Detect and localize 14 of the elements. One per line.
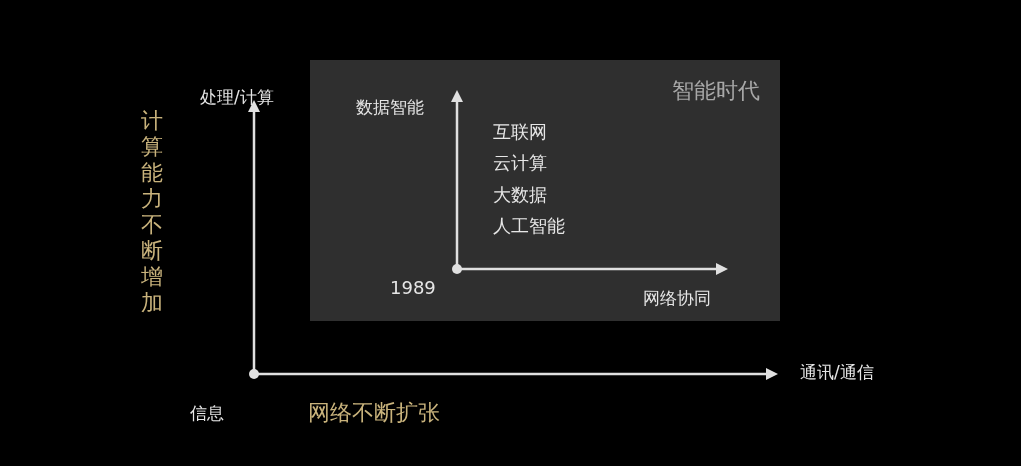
- axis-label: 处理/计算: [200, 87, 274, 108]
- list-item: 大数据: [493, 184, 547, 206]
- axis-label: 数据智能: [356, 97, 424, 118]
- axis-label: 网络协同: [643, 288, 711, 309]
- list-item: 人工智能: [493, 215, 565, 237]
- axis-caption: 计算能力不断增加: [141, 108, 164, 316]
- year-label: 1989: [390, 277, 436, 299]
- axis-caption: 网络不断扩张: [308, 400, 440, 427]
- era-panel: [310, 60, 780, 321]
- axis-label: 通讯/通信: [800, 362, 874, 383]
- axis-label: 信息: [190, 403, 224, 424]
- list-item: 云计算: [493, 152, 547, 174]
- panel-heading: 智能时代: [672, 77, 760, 105]
- list-item: 互联网: [493, 121, 547, 143]
